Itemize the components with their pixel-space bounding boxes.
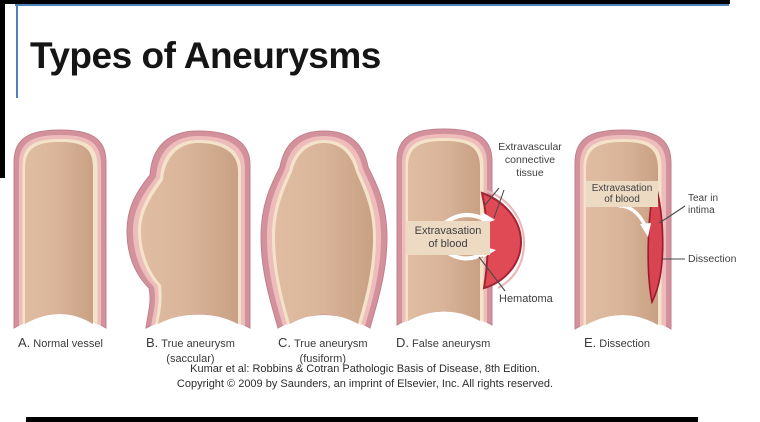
- frame-edge-top: [0, 0, 730, 4]
- caption-label: False aneurysm: [412, 338, 491, 350]
- title-accent-line-top: [15, 4, 729, 6]
- caption-b: B.True aneurysm (saccular): [146, 334, 235, 365]
- caption-letter: E.: [584, 335, 597, 350]
- caption-c: C.True aneurysm (fusiform): [278, 334, 368, 365]
- caption-line: E.Dissection: [584, 334, 650, 352]
- frame-edge-left: [0, 0, 5, 178]
- caption-label: Normal vessel: [33, 338, 103, 350]
- blood-flow-arrowhead-icon: [640, 223, 651, 237]
- vessel-a-normal-graphic: [13, 129, 107, 329]
- caption-line: B.True aneurysm: [146, 334, 235, 352]
- caption-e: E.Dissection: [584, 334, 650, 352]
- vessel-lumen: [141, 143, 238, 324]
- caption-letter: D.: [396, 335, 409, 350]
- citation-line-2: Copyright © 2009 by Saunders, an imprint…: [176, 377, 554, 390]
- pointer-line-tear: [658, 205, 686, 224]
- label-extravascular-connective-tissue: Extravascular connective tissue: [498, 141, 562, 180]
- label-extravasation-line1: Extravasation: [591, 183, 653, 194]
- pointer-line-hematoma: [478, 256, 506, 292]
- vessel-lumen: [275, 143, 373, 324]
- caption-label: True aneurysm: [294, 338, 368, 350]
- label-hematoma: Hematoma: [499, 293, 553, 305]
- page-title: Types of Aneurysms: [30, 34, 381, 76]
- label-extravasation-line1: Extravasation: [414, 225, 482, 237]
- vessel-c-fusiform-graphic: [260, 130, 388, 329]
- citation: Kumar et al: Robbins & Cotran Pathologic…: [15, 362, 715, 391]
- label-box-extravasation-of-blood-d: Extravasation of blood: [406, 221, 490, 255]
- caption-sublabel: (fusiform): [299, 353, 346, 365]
- vessel-b-saccular-graphic: [126, 130, 251, 329]
- caption-letter: C.: [278, 335, 291, 350]
- caption-letter: A.: [18, 335, 31, 350]
- pointer-line-connective-tissue: [493, 189, 505, 219]
- label-dissection: Dissection: [688, 253, 737, 265]
- title-accent-line-left: [16, 4, 18, 98]
- caption-a: A.Normal vessel: [18, 334, 103, 352]
- label-extravasation-line2: of blood: [604, 194, 640, 205]
- label-extravasation-line2: of blood: [428, 238, 468, 250]
- caption-line: A.Normal vessel: [18, 334, 103, 352]
- vessel-e-dissection-graphic: [574, 129, 686, 330]
- citation-line-1: Kumar et al: Robbins & Cotran Pathologic…: [190, 363, 540, 375]
- caption-line: D.False aneurysm: [396, 334, 490, 352]
- caption-sublabel: (saccular): [166, 353, 215, 365]
- caption-label: True aneurysm: [161, 338, 235, 350]
- pointer-line-connective-tissue: [484, 187, 500, 206]
- caption-label: Dissection: [599, 338, 651, 350]
- label-tear-in-intima: Tear in intima: [688, 193, 719, 216]
- caption-letter: B.: [146, 335, 159, 350]
- caption-d: D.False aneurysm: [396, 334, 490, 352]
- caption-line: C.True aneurysm: [278, 334, 368, 352]
- vessel-lumen: [25, 142, 93, 324]
- connective-tissue-layer: [483, 188, 526, 289]
- frame-edge-bottom: [26, 417, 698, 422]
- label-box-extravasation-of-blood-e: Extravasation of blood: [586, 181, 658, 207]
